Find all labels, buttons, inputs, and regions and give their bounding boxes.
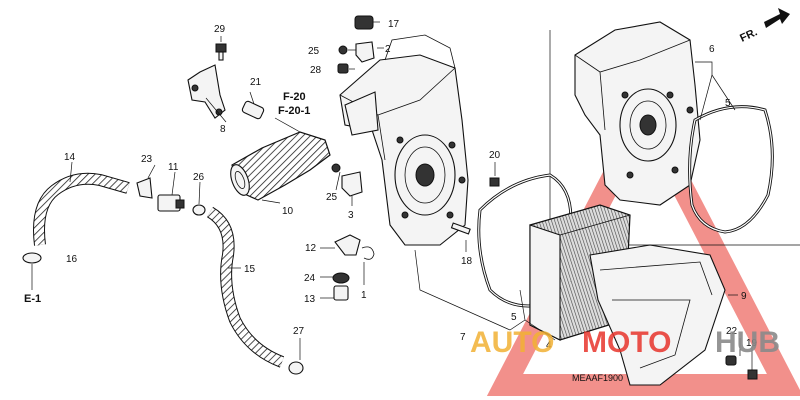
callout-14: 14 [64, 152, 76, 163]
air-box-cover [589, 244, 726, 386]
leader-lines [31, 21, 753, 370]
callout-19: 19 [746, 338, 758, 349]
clip-1 [361, 246, 375, 260]
front-direction-indicator: FR. [738, 8, 790, 45]
gasket-6 [688, 105, 774, 234]
clip-16 [22, 252, 42, 264]
drain-plug-13 [333, 285, 349, 301]
front-label: FR. [738, 26, 759, 44]
hose-14 [33, 172, 130, 246]
hose-15 [206, 206, 285, 368]
callout-1: 1 [361, 290, 367, 301]
connector-11 [157, 194, 185, 212]
callout-27: 27 [293, 326, 305, 337]
clip-23 [136, 177, 153, 199]
screw-25-lower [331, 163, 341, 173]
clip-27 [288, 361, 304, 375]
elbow-12 [334, 234, 361, 256]
nut-22 [725, 355, 737, 366]
clamp-2 [355, 41, 375, 63]
ref-f-20-1: F-20-1 [278, 105, 310, 117]
callout-17: 17 [388, 19, 400, 30]
intake-duct-10 [230, 131, 331, 201]
watermark-auto: AUTO [470, 326, 554, 359]
watermark-moto: MOTO [582, 326, 671, 359]
callout-26: 26 [193, 172, 205, 183]
callout-29: 29 [214, 24, 226, 35]
callout-12: 12 [305, 243, 317, 254]
callout-15: 15 [244, 264, 256, 275]
ref-f-20: F-20 [283, 91, 306, 103]
grommet-17 [354, 15, 374, 30]
callout-6: 6 [709, 44, 715, 55]
clamp-3 [341, 171, 363, 197]
callout-5-upper: 5 [725, 98, 731, 109]
callout-13: 13 [304, 294, 316, 305]
collar-21 [241, 100, 265, 120]
callout-numbers: 29 8 21 10 17 25 2 28 25 3 20 18 23 11 2… [64, 19, 758, 351]
callout-22: 22 [726, 326, 738, 337]
callout-25-upper: 25 [308, 46, 320, 57]
bolt-18 [450, 222, 471, 235]
callout-18: 18 [461, 256, 473, 267]
callout-21: 21 [250, 77, 262, 88]
bolt-20 [489, 177, 500, 187]
callout-20: 20 [489, 150, 501, 161]
bolt-29 [215, 43, 227, 61]
callout-16: 16 [66, 254, 78, 265]
watermark-hub: HUB [715, 326, 780, 359]
callout-9: 9 [741, 291, 747, 302]
nut-28 [337, 63, 349, 74]
bolt-19 [747, 369, 758, 380]
callout-24: 24 [304, 273, 316, 284]
callout-7: 7 [460, 332, 466, 343]
air-box-rear-view [574, 21, 701, 206]
watermark-logo: AUTO MOTO HUB [470, 326, 780, 359]
exit-label-e-1: E-1 [24, 293, 41, 305]
callout-5-lower: 5 [511, 312, 517, 323]
callout-28: 28 [310, 65, 322, 76]
diagram-code: MEAAF1900 [572, 373, 623, 383]
callout-10: 10 [282, 206, 294, 217]
callout-23: 23 [141, 154, 153, 165]
clip-26 [192, 204, 206, 216]
air-box-main [339, 34, 469, 246]
screw-25-upper [338, 45, 348, 55]
reference-labels: F-20 F-20-1 E-1 MEAAF1900 [24, 91, 623, 383]
bracket-8 [187, 64, 226, 119]
clip-24 [332, 272, 350, 284]
callout-11: 11 [168, 162, 179, 173]
callout-8: 8 [220, 124, 226, 135]
callout-3: 3 [348, 210, 354, 221]
callout-4: 4 [546, 340, 552, 351]
front-arrow-icon [764, 8, 790, 28]
callout-2: 2 [385, 44, 391, 55]
callout-25-lower: 25 [326, 192, 338, 203]
